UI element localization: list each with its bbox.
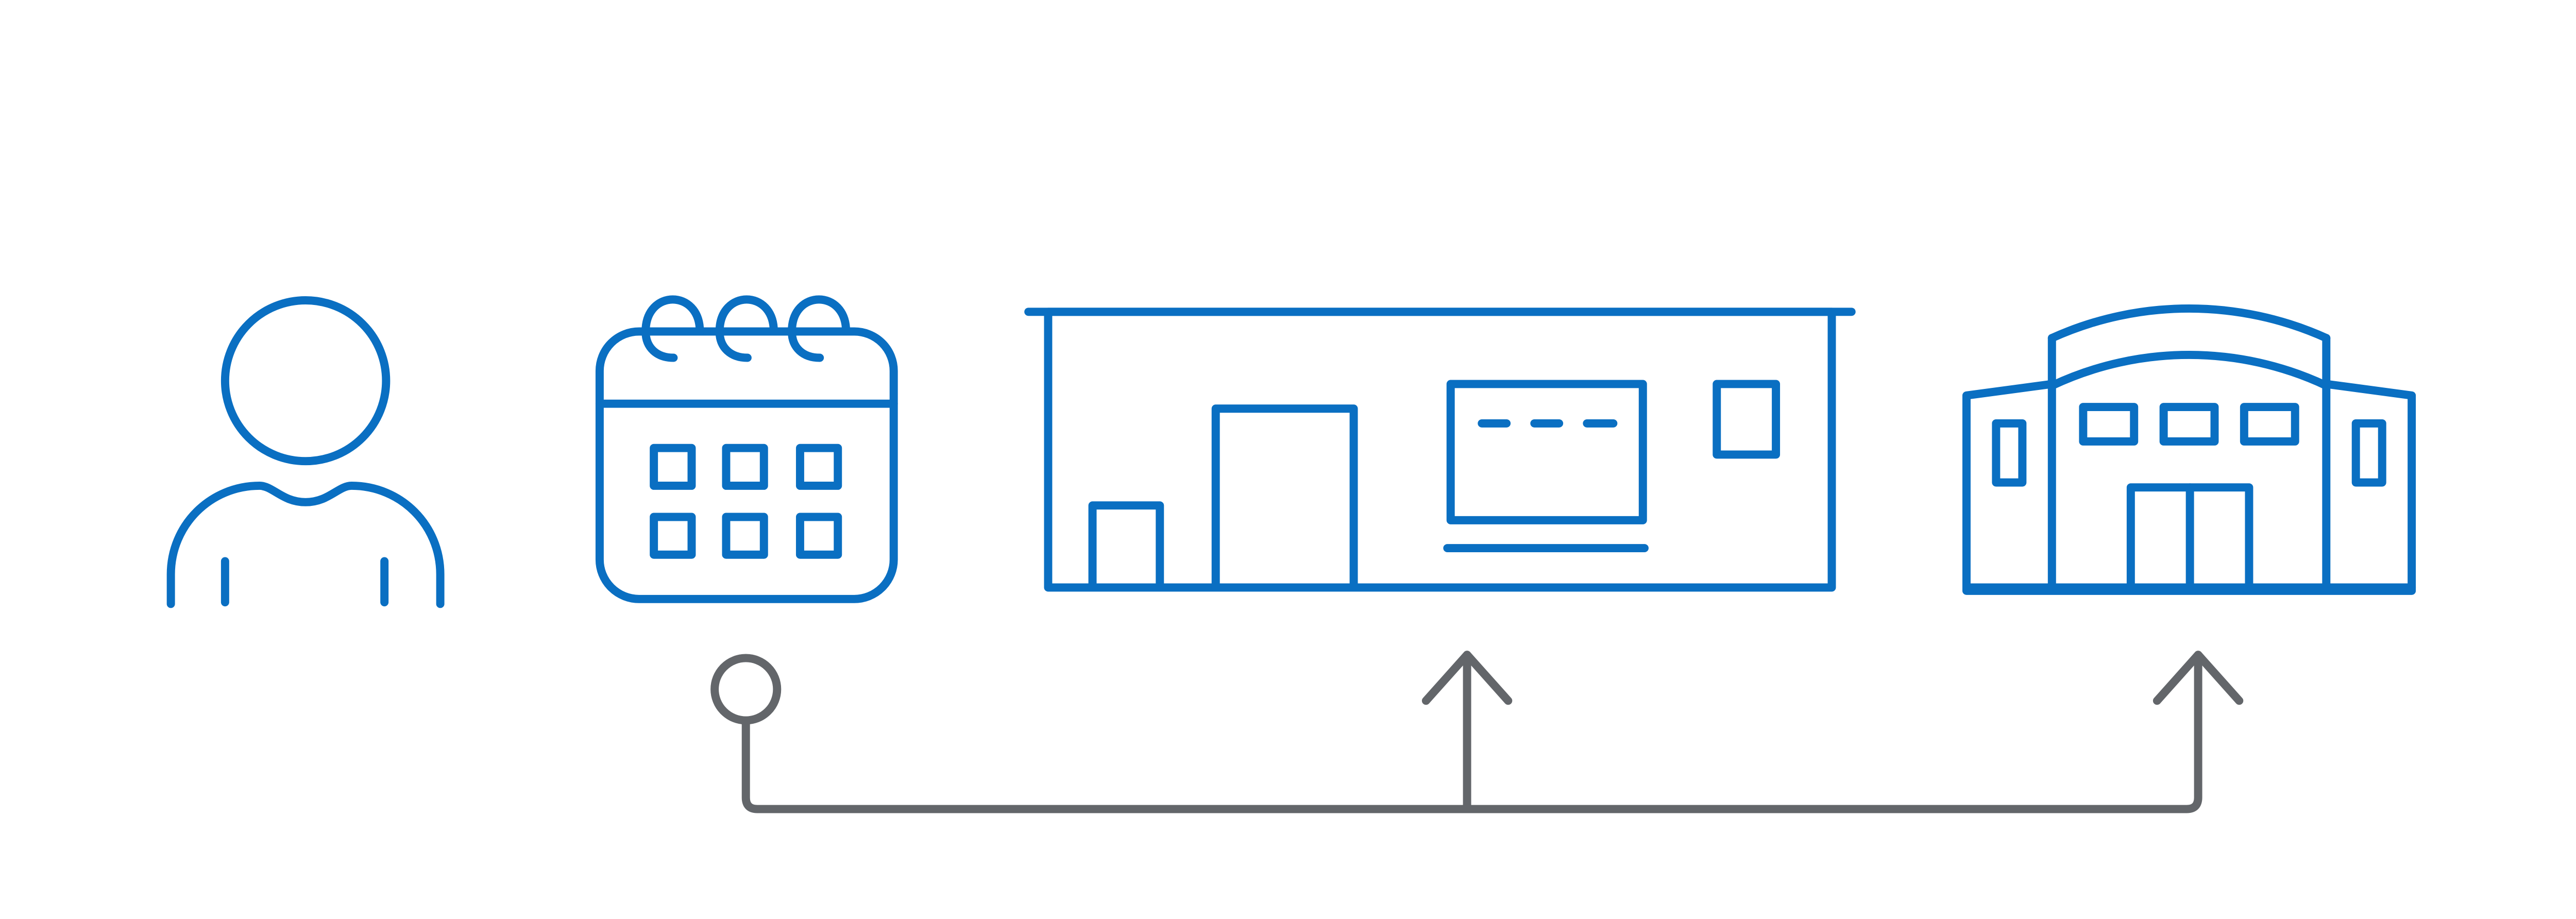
window [1713,380,1781,459]
calendar-day-grid [650,444,842,559]
flow-connector [710,651,2244,813]
top-window-2 [2159,403,2219,446]
warehouse-icon [1024,308,1856,592]
loading-door [1211,404,1358,592]
connector-start-circle [710,654,782,725]
person-icon [166,296,445,608]
top-window-3 [2240,403,2299,446]
calendar-icon [595,295,898,603]
small-door [1088,501,1164,592]
right-window [2351,419,2386,487]
storefront-icon [1962,304,2416,595]
calendar-rings [641,295,851,362]
left-window [1992,419,2027,487]
arrow-up-icon [2153,651,2244,705]
sign-board [1446,380,1647,524]
top-window-1 [2079,403,2139,446]
arrow-up-icon [1421,651,1513,705]
